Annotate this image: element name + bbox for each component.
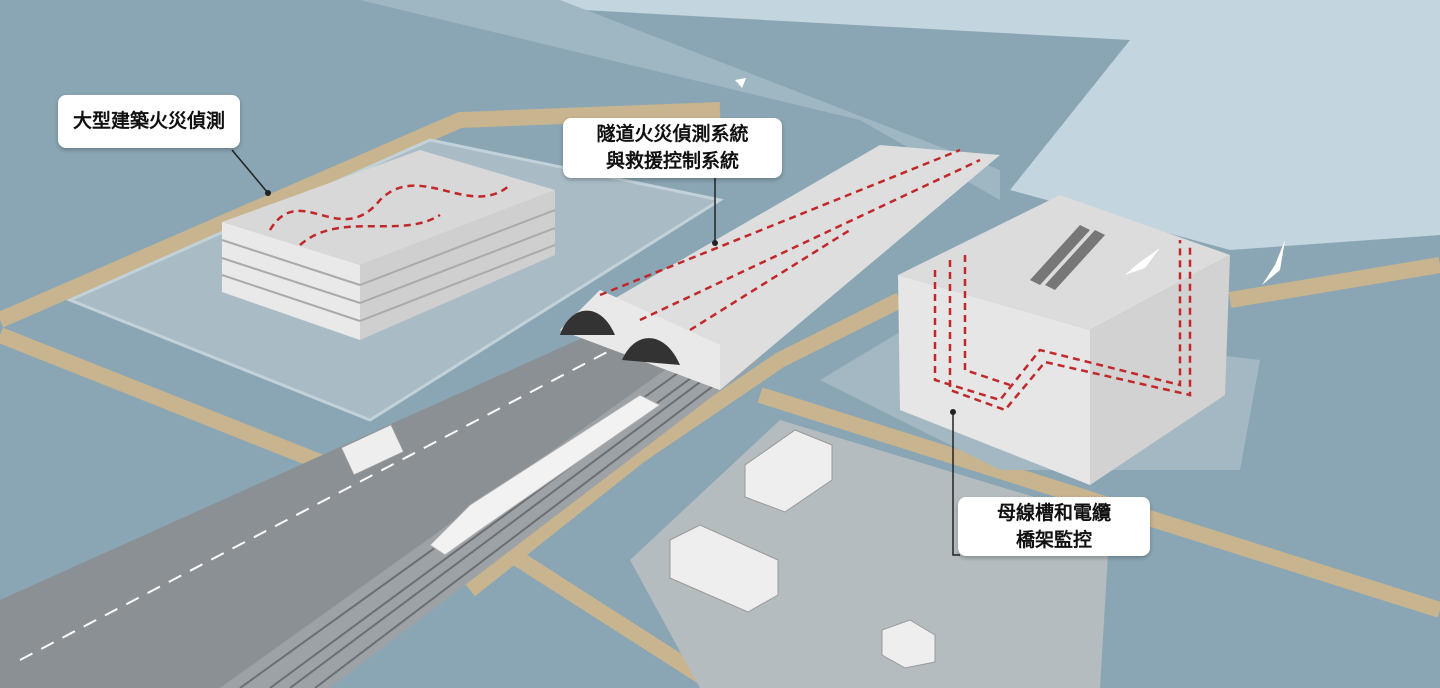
seagull-icons <box>735 78 1285 285</box>
leader-lines <box>231 149 960 556</box>
truck <box>340 423 405 476</box>
label-busway-cable-monitoring: 母線槽和電纜 橋架監控 <box>958 497 1150 556</box>
distant-water <box>400 0 1440 250</box>
label-line: 母線槽和電纜 <box>996 501 1111 524</box>
label-line: 隧道火災偵測系統 <box>596 123 749 145</box>
label-building-fire-detection: 大型建築火災偵測 <box>58 95 240 148</box>
highway <box>0 330 700 688</box>
label-line: 橋架監控 <box>1015 528 1092 551</box>
tunnel <box>560 145 1000 390</box>
label-line: 與救援控制系統 <box>605 150 739 172</box>
label-line: 大型建築火災偵測 <box>72 110 225 132</box>
office-building <box>898 195 1230 485</box>
leader-dots <box>265 190 956 415</box>
train <box>429 394 661 556</box>
highway-lane <box>19 339 631 661</box>
parking-building <box>221 150 556 340</box>
label-tunnel-fire-system: 隧道火災偵測系統 與救援控制系統 <box>563 118 782 178</box>
small-buildings <box>669 429 936 669</box>
